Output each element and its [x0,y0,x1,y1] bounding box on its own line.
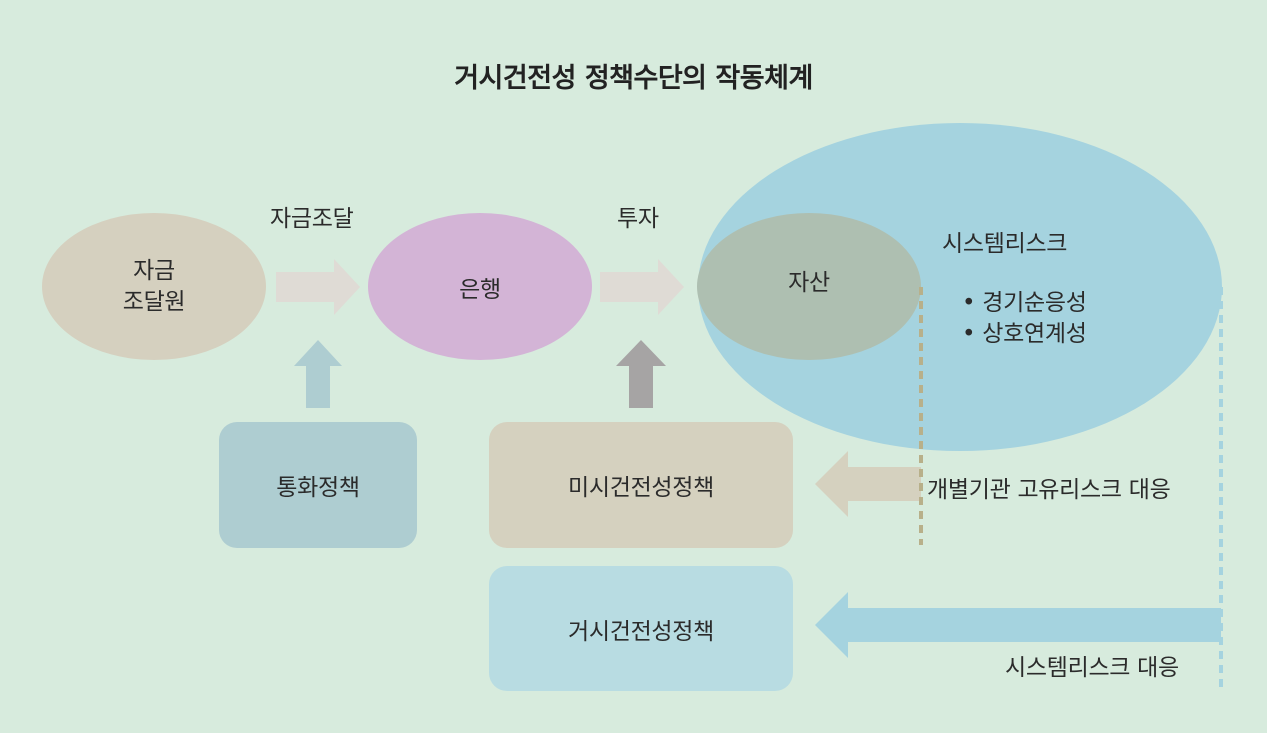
asset-node: 자산 [697,213,921,360]
systemic-risk-title: 시스템리스크 [942,231,1068,257]
monetary-policy-label: 통화정책 [276,475,360,501]
systemic-risk-bullet-1: • 경기순응성 [962,290,1087,316]
idiosyncratic-response-label: 개별기관 고유리스크 대응 [927,477,1171,503]
funding-source-line2: 조달원 [122,288,186,315]
micro-policy-up-arrow [616,340,666,408]
diagram-title: 거시건전성 정책수단의 작동체계 [454,63,813,94]
investment-arrow [600,259,684,315]
monetary-policy-box: 통화정책 [219,422,417,548]
micro-prudential-policy-box: 미시건전성정책 [489,422,793,548]
macro-prudential-policy-label: 거시건전성정책 [567,618,715,645]
systemic-response-label: 시스템리스크 대응 [1005,655,1179,681]
idiosyncratic-response-arrow [815,451,921,517]
funding-arrow [276,259,360,315]
systemic-risk-bullet-2: • 상호연계성 [962,321,1087,347]
funding-flow-label: 자금조달 [270,206,354,232]
bank-node: 은행 [368,213,592,360]
bank-label: 은행 [459,276,501,303]
investment-flow-label: 투자 [617,206,659,232]
funding-source-node: 자금 조달원 [42,213,266,360]
systemic-response-arrow [815,592,1221,658]
monetary-policy-up-arrow [294,340,342,408]
funding-source-line1: 자금 [133,257,175,284]
micro-prudential-policy-label: 미시건전성정책 [567,475,715,501]
macro-prudential-policy-box: 거시건전성정책 [489,566,793,691]
asset-label: 자산 [788,269,830,296]
